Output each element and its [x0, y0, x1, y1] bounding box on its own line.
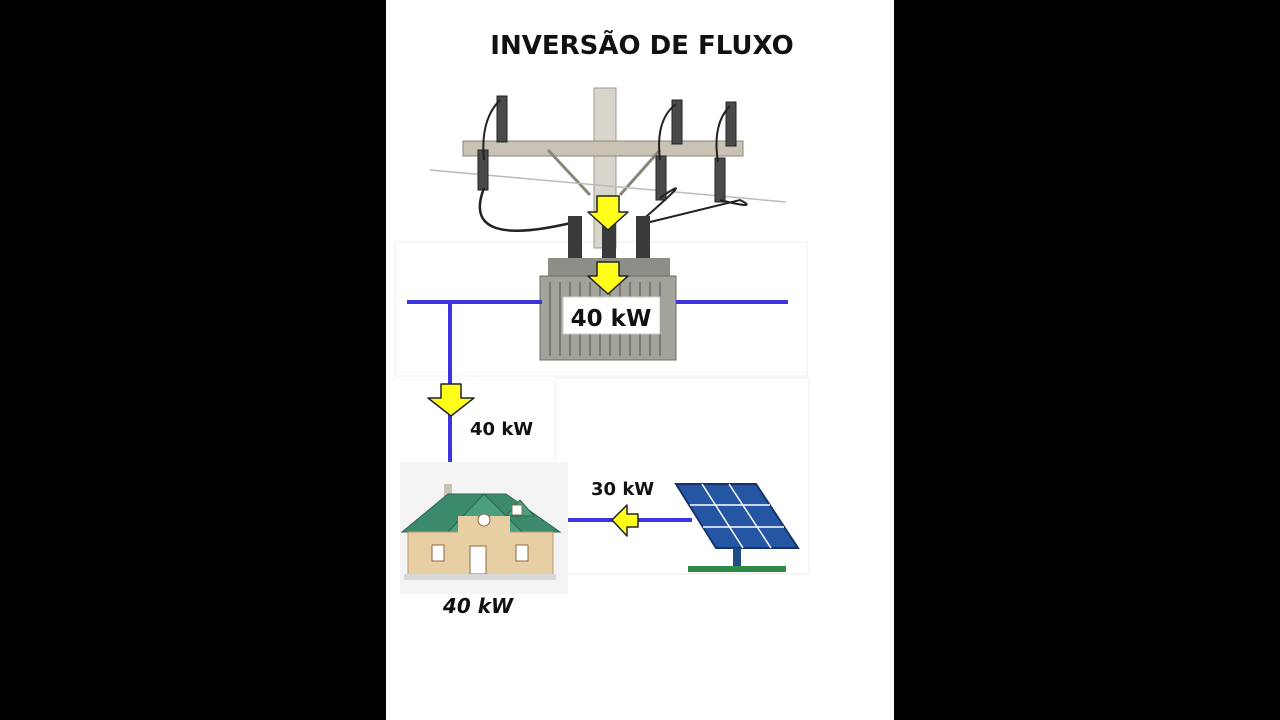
- arrow-left-icon: [611, 504, 639, 537]
- utility-pole-icon: [429, 87, 787, 249]
- house-power-label: 40 kW: [442, 594, 514, 618]
- flow-diagram: INVERSÃO DE FLUXO: [394, 29, 810, 618]
- diagram-title: INVERSÃO DE FLUXO: [490, 29, 793, 61]
- solar-power-label: 30 kW: [591, 479, 654, 500]
- arrow-down-icon: [587, 195, 629, 231]
- grid-branch-power-label: 40 kW: [470, 419, 533, 440]
- arrow-down-icon: [427, 383, 475, 417]
- solar-panel-icon: [674, 483, 800, 572]
- house-icon: [400, 462, 568, 594]
- transformer-power-label: 40 kW: [571, 306, 652, 332]
- diagram-panel: INVERSÃO DE FLUXO: [386, 0, 894, 720]
- transformer-power-box: [562, 296, 661, 335]
- arrow-down-icon: [587, 261, 629, 295]
